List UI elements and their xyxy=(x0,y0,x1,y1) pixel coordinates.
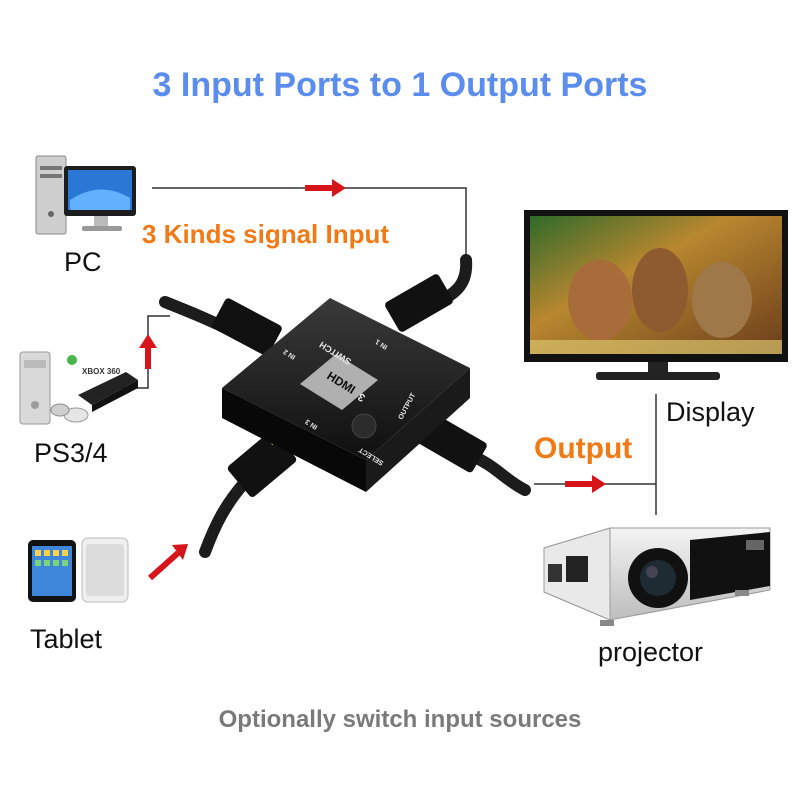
game-console-icon xyxy=(19,351,138,425)
signal-arrows xyxy=(139,179,606,581)
hdmi-logo-icon xyxy=(300,354,378,410)
tv-display-icon xyxy=(524,210,788,380)
tablet-icon xyxy=(28,537,129,603)
output-arrow-icon xyxy=(565,475,606,493)
signal-input-label: 3 Kinds signal Input xyxy=(142,219,390,249)
cable-in3 xyxy=(199,476,251,558)
pc-label: PC xyxy=(64,247,102,277)
footer-caption: Optionally switch input sources xyxy=(218,706,582,733)
console-arrow-icon xyxy=(139,334,157,369)
pc-arrow-icon xyxy=(305,179,346,197)
xbox-logo-icon xyxy=(67,355,77,365)
display-label: Display xyxy=(666,397,755,427)
page-title: 3 Input Ports to 1 Output Ports xyxy=(152,66,648,104)
tablet-label: Tablet xyxy=(30,624,103,654)
tablet-arrow-icon xyxy=(148,544,188,581)
pc-connection-line xyxy=(152,187,467,258)
output-label: Output xyxy=(534,432,633,465)
console-connection-line xyxy=(102,315,170,389)
hdmi-switch-box xyxy=(222,298,470,492)
console-label: PS3/4 xyxy=(34,438,108,468)
projector-label: projector xyxy=(598,637,704,667)
select-button xyxy=(351,413,377,439)
pc-icon xyxy=(35,155,136,235)
projector-icon xyxy=(543,527,771,626)
